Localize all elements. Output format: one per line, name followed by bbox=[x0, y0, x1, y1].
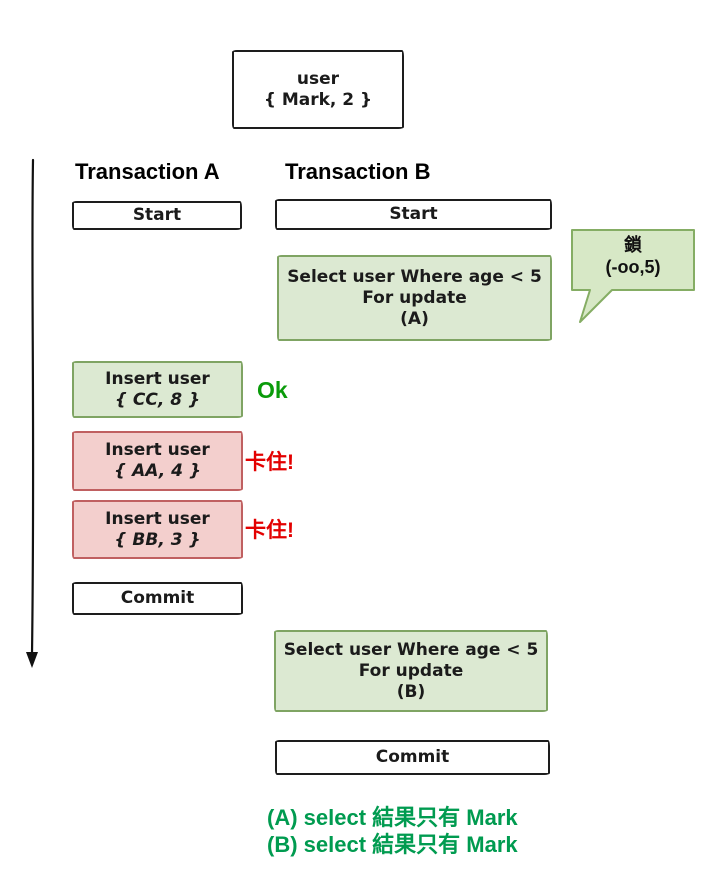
transaction-b-header: Transaction B bbox=[285, 159, 431, 184]
insert-aa-status: 卡住! bbox=[245, 451, 294, 474]
tx-b-start-label: Start bbox=[389, 204, 438, 224]
select-a-line2: For update bbox=[362, 287, 467, 308]
insert-bb-line2: { BB, 3 } bbox=[114, 529, 201, 550]
select-a-line1: Select user Where age < 5 bbox=[287, 266, 542, 287]
insert-bb-line1: Insert user bbox=[105, 508, 210, 529]
lock-bubble-text: 鎖 (-oo,5) bbox=[572, 234, 694, 278]
select-b-line1: Select user Where age < 5 bbox=[283, 639, 539, 660]
tx-a-commit-label: Commit bbox=[120, 588, 195, 608]
transaction-a-header: Transaction A bbox=[75, 159, 220, 184]
result-note-b: (B) select 結果只有 Mark bbox=[267, 832, 518, 857]
lock-bubble-line2: (-oo,5) bbox=[605, 257, 661, 277]
select-b-line3: (B) bbox=[396, 681, 426, 702]
lock-bubble-line1: 鎖 bbox=[624, 235, 642, 255]
result-note-a: (A) select 結果只有 Mark bbox=[267, 805, 518, 830]
insert-cc-status: Ok bbox=[257, 377, 288, 403]
tx-b-select-a-box: Select user Where age < 5 For update (A) bbox=[277, 255, 552, 341]
tx-a-insert-bb-box: Insert user { BB, 3 } bbox=[72, 500, 243, 559]
tx-a-start-box: Start bbox=[72, 201, 242, 230]
select-b-line2: For update bbox=[358, 660, 464, 681]
insert-bb-status: 卡住! bbox=[245, 519, 294, 542]
user-table-row: { Mark, 2 } bbox=[263, 89, 373, 110]
select-a-line3: (A) bbox=[400, 308, 429, 329]
insert-cc-line1: Insert user bbox=[105, 368, 210, 389]
tx-b-commit-label: Commit bbox=[375, 747, 450, 767]
tx-a-insert-aa-box: Insert user { AA, 4 } bbox=[72, 431, 243, 491]
lock-bubble-shape bbox=[571, 229, 695, 323]
insert-aa-line1: Insert user bbox=[105, 440, 210, 460]
tx-b-commit-box: Commit bbox=[275, 740, 550, 775]
tx-a-start-label: Start bbox=[132, 205, 182, 225]
user-table-title: user bbox=[296, 68, 340, 89]
tx-a-commit-box: Commit bbox=[72, 582, 243, 615]
insert-aa-line2: { AA, 4 } bbox=[114, 461, 201, 481]
tx-a-insert-cc-box: Insert user { CC, 8 } bbox=[72, 361, 243, 418]
user-table-box: user { Mark, 2 } bbox=[232, 50, 404, 129]
tx-b-select-b-box: Select user Where age < 5 For update (B) bbox=[274, 630, 548, 712]
timeline-arrow-icon bbox=[26, 158, 38, 668]
tx-b-start-box: Start bbox=[275, 199, 552, 230]
insert-cc-line2: { CC, 8 } bbox=[114, 389, 201, 410]
